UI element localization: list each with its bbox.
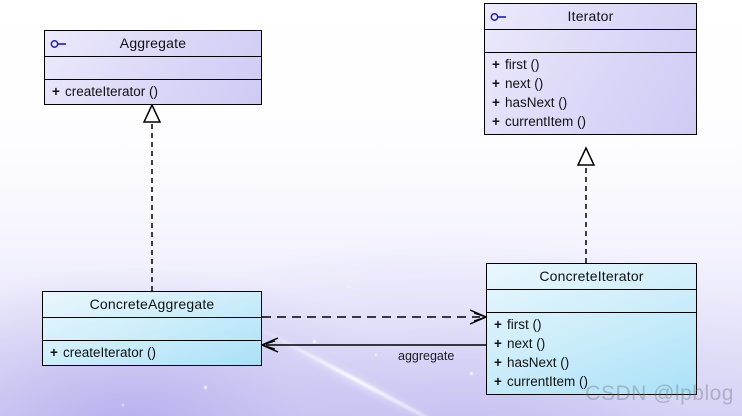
operation-signature: createIterator (): [65, 84, 159, 99]
operation-row: + currentItem (): [487, 372, 696, 391]
operation-signature: next (): [505, 76, 544, 91]
background-light-streak: [249, 322, 481, 416]
operation-row: + next (): [485, 74, 696, 93]
operation-row: + hasNext (): [485, 93, 696, 112]
operation-row: + first (): [485, 55, 696, 74]
realization-concrete-iterator-to-iterator: [576, 146, 596, 263]
operation-visibility: +: [494, 336, 502, 351]
operation-signature: first (): [505, 57, 540, 72]
realization-concrete-aggregate-to-aggregate: [142, 103, 162, 291]
class-name-section-aggregate: Aggregate: [45, 31, 261, 57]
background-sparkle: [470, 372, 473, 375]
operation-visibility: +: [492, 57, 500, 72]
class-operations-section-iterator: + first () + next () + hasNext () + currentI…: [485, 53, 696, 134]
class-box-aggregate[interactable]: Aggregate + createIterator (): [44, 30, 262, 105]
class-name-concrete-aggregate: ConcreteAggregate: [89, 296, 215, 312]
operation-signature: hasNext (): [505, 95, 568, 110]
class-attributes-section-concrete-aggregate: [43, 318, 261, 341]
operation-row: + first (): [487, 315, 696, 334]
operation-visibility: +: [494, 374, 502, 389]
operation-visibility: +: [492, 76, 500, 91]
background-sparkle: [375, 354, 377, 356]
operation-row: + createIterator (): [45, 82, 261, 101]
operation-signature: hasNext (): [507, 355, 570, 370]
interface-lollipop-icon: [50, 39, 68, 49]
operation-visibility: +: [50, 345, 58, 360]
background-sparkle: [432, 318, 434, 320]
operation-visibility: +: [492, 114, 500, 129]
class-name-aggregate: Aggregate: [119, 35, 187, 51]
class-name-section-iterator: Iterator: [485, 4, 696, 30]
operation-signature: next (): [507, 336, 546, 351]
class-box-concrete-aggregate[interactable]: ConcreteAggregate + createIterator (): [42, 291, 262, 366]
class-attributes-section-iterator: [485, 30, 696, 53]
class-operations-section-concrete-aggregate: + createIterator (): [43, 341, 261, 365]
operation-row: + next (): [487, 334, 696, 353]
operation-row: + createIterator (): [43, 343, 261, 362]
class-operations-section-aggregate: + createIterator (): [45, 80, 261, 104]
class-operations-section-concrete-iterator: + first () + next () + hasNext () + currentI…: [487, 313, 696, 394]
background-sparkle: [122, 404, 124, 406]
operation-visibility: +: [52, 84, 60, 99]
class-box-iterator[interactable]: Iterator + first () + next () + hasNext () …: [484, 3, 697, 135]
operation-signature: first (): [507, 317, 542, 332]
operation-signature: currentItem (): [505, 114, 587, 129]
operation-signature: currentItem (): [507, 374, 589, 389]
class-name-section-concrete-iterator: ConcreteIterator: [487, 264, 696, 290]
background-sparkle: [313, 340, 316, 343]
background-sparkle: [348, 286, 350, 288]
operation-visibility: +: [494, 355, 502, 370]
class-attributes-section-concrete-iterator: [487, 290, 696, 313]
class-box-concrete-iterator[interactable]: ConcreteIterator + first () + next () + has…: [486, 263, 697, 395]
operation-visibility: +: [492, 95, 500, 110]
association-label-aggregate: aggregate: [398, 349, 455, 363]
interface-lollipop-icon: [490, 12, 508, 22]
operation-visibility: +: [494, 317, 502, 332]
background-light-streak-glow: [266, 330, 438, 416]
operation-signature: createIterator (): [63, 345, 157, 360]
operation-row: + currentItem (): [485, 112, 696, 131]
class-attributes-section-aggregate: [45, 57, 261, 80]
class-name-section-concrete-aggregate: ConcreteAggregate: [43, 292, 261, 318]
class-name-concrete-iterator: ConcreteIterator: [539, 268, 644, 284]
dependency-concrete-aggregate-to-concrete-iterator: [262, 309, 489, 325]
operation-row: + hasNext (): [487, 353, 696, 372]
class-name-iterator: Iterator: [567, 8, 614, 24]
background-sparkle: [204, 386, 207, 389]
